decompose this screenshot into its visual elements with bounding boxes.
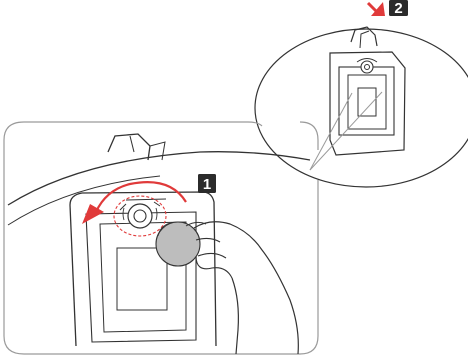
hand — [186, 222, 298, 354]
down-arrow-icon — [368, 2, 385, 16]
step-2-badge: 2 — [389, 0, 408, 17]
step-1-badge: 1 — [198, 174, 216, 193]
coin — [156, 222, 200, 266]
thumbscrew — [114, 196, 166, 236]
step-2-label: 2 — [394, 0, 402, 17]
detail-oval-view — [255, 27, 468, 187]
step-1-label: 1 — [203, 176, 211, 193]
